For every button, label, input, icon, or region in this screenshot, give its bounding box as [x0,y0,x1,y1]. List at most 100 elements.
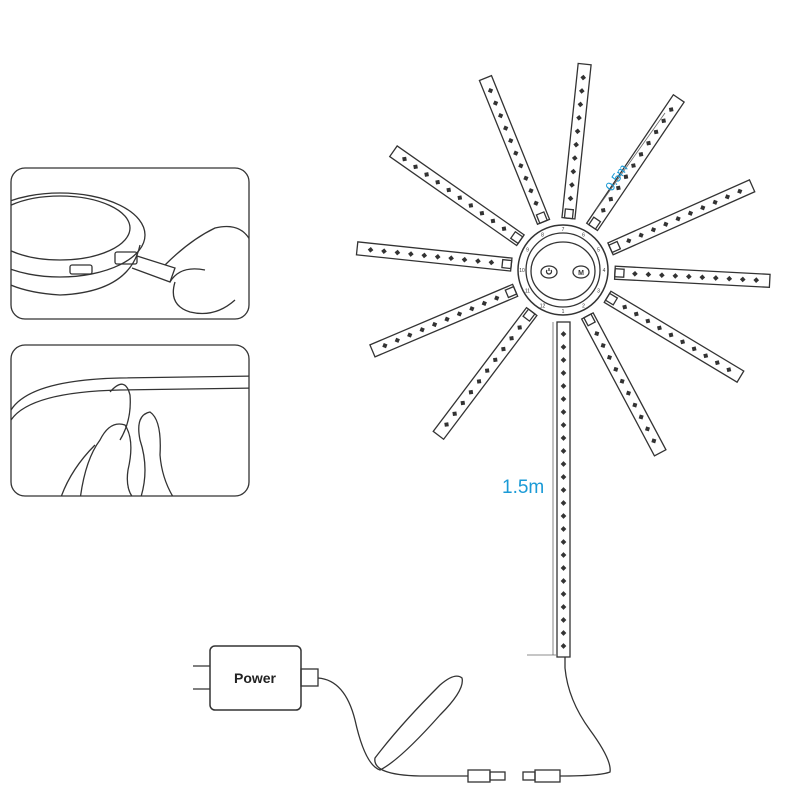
led [645,318,651,324]
main-strip-length-label: 1.5m [502,477,544,498]
led [680,339,685,345]
light-strip-6 [580,311,667,457]
led [479,210,485,216]
led [476,379,482,384]
led [421,252,428,259]
led [659,272,665,279]
led [625,390,631,396]
led [600,207,606,213]
led [560,500,567,506]
led [424,172,429,177]
led [753,277,760,283]
led [444,316,450,322]
led [560,357,567,363]
led [606,354,612,360]
cable [317,657,611,783]
led [484,368,490,373]
led [712,275,719,281]
led [567,195,574,202]
led [560,565,567,571]
led [460,400,466,406]
led [408,251,414,257]
led [468,203,474,208]
led [560,604,567,610]
led [560,370,567,376]
light-strip-4 [613,265,771,289]
led [739,276,746,283]
led [726,367,732,373]
led [608,196,614,202]
led [560,552,567,558]
led [726,275,733,282]
ring-number: 11 [525,289,530,295]
led [394,249,401,256]
led [579,88,585,94]
ring-number: 9 [526,248,529,254]
led [560,383,567,389]
usb-plug-icon [300,668,319,687]
led [594,331,600,337]
led [494,295,500,301]
led [622,304,628,310]
panel-plug-in [10,167,250,320]
ring-number: 3 [597,289,600,295]
led [508,138,514,144]
light-strip-3 [607,179,756,256]
led [492,100,499,106]
led [580,74,587,81]
led [560,435,567,441]
led [576,115,582,121]
led [394,337,400,343]
led [513,150,519,156]
led [434,254,441,260]
dimension-short: 0.5m [595,112,666,211]
led [645,271,652,278]
led [488,259,495,266]
power-button[interactable] [540,265,558,279]
light-strip-1 [561,62,592,220]
light-strip-2 [585,93,686,232]
mode-button[interactable]: M [572,265,590,279]
light-strip-11 [478,74,551,226]
ring-number: 5 [597,248,600,254]
led [560,344,567,350]
led [560,448,567,454]
led [712,199,718,205]
led [645,426,651,432]
led [431,321,438,328]
led [638,232,644,238]
led [444,422,449,427]
led [668,332,674,338]
led [613,366,619,372]
led [646,140,651,146]
led [626,238,632,244]
led [518,163,524,169]
led [487,87,494,94]
led [672,273,679,279]
led [631,163,636,168]
led [657,325,662,331]
led [490,218,496,224]
led [560,396,567,402]
ring-number: 4 [603,268,606,274]
led [382,343,388,349]
led [577,101,584,108]
led [448,255,454,262]
led [560,461,567,467]
led [638,414,644,420]
led [560,630,567,636]
light-strip-8 [369,283,519,358]
led [691,346,697,352]
power-adapter: Power [193,645,319,711]
short-light-strips [355,62,771,457]
led [501,346,506,352]
led [560,487,567,493]
led [569,182,575,188]
led [560,331,567,337]
led [560,578,567,584]
led [724,194,731,200]
led [452,411,457,417]
led [407,332,413,338]
